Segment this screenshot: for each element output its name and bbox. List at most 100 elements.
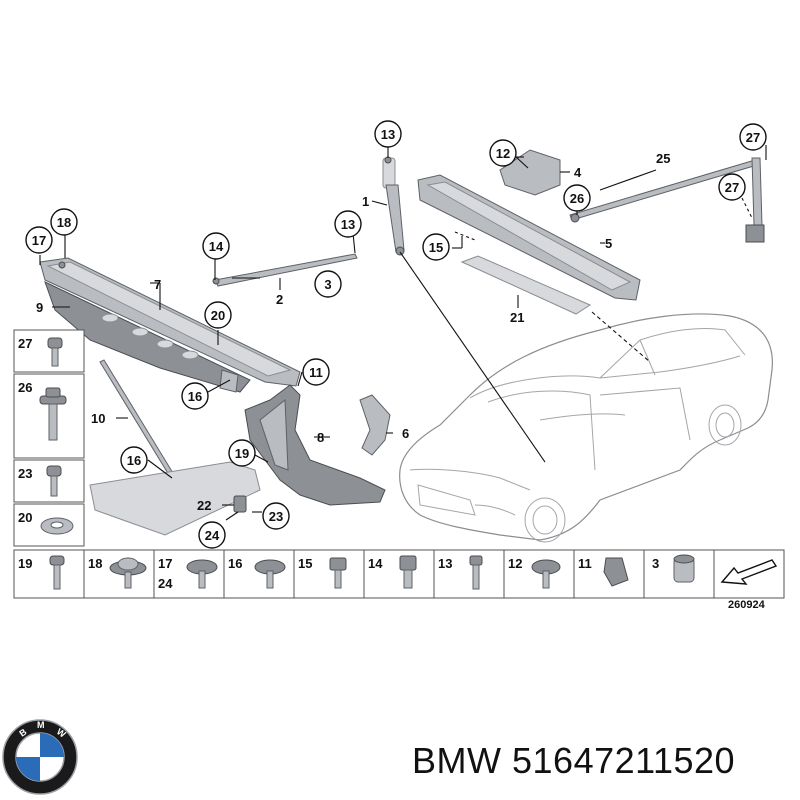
svg-text:13: 13	[438, 556, 452, 571]
svg-text:26: 26	[570, 191, 584, 206]
svg-text:22: 22	[197, 498, 211, 513]
fastener-cell-15: 15	[298, 556, 347, 589]
svg-text:19: 19	[18, 556, 32, 571]
svg-text:3: 3	[324, 277, 331, 292]
svg-text:7: 7	[154, 277, 161, 292]
svg-text:3: 3	[652, 556, 659, 571]
svg-text:23: 23	[269, 509, 283, 524]
callout-18: 18	[50, 208, 78, 236]
svg-text:20: 20	[211, 308, 225, 323]
svg-text:14: 14	[209, 239, 224, 254]
svg-text:13: 13	[381, 127, 395, 142]
svg-text:11: 11	[578, 556, 592, 571]
svg-text:B: B	[17, 726, 28, 738]
svg-text:2: 2	[276, 292, 283, 307]
callout-23: 23	[262, 502, 290, 530]
callout-15: 15	[422, 233, 450, 261]
svg-text:24: 24	[205, 528, 220, 543]
svg-text:16: 16	[228, 556, 242, 571]
bumper-beam	[89, 461, 261, 536]
svg-text:6: 6	[402, 426, 409, 441]
prop-rod-part-25	[569, 157, 765, 243]
svg-text:27: 27	[725, 180, 739, 195]
callout-14: 14	[202, 232, 230, 260]
svg-text:M: M	[37, 720, 45, 730]
callouts: 13 13 14 3 18 17 20 16 11 16 19 23 24 12…	[25, 120, 767, 549]
fastener-cell-26: 26	[18, 380, 67, 441]
callout-3: 3	[314, 270, 342, 298]
svg-text:4: 4	[574, 165, 582, 180]
gas-strut-part-1	[382, 156, 405, 256]
svg-text:9: 9	[36, 300, 43, 315]
plain-labels: 1 2 4 5 6 7 8 9 10 21 22 25	[36, 151, 670, 513]
part-number: 51647211520	[512, 740, 736, 781]
svg-text:15: 15	[298, 556, 312, 571]
svg-text:11: 11	[309, 365, 323, 380]
svg-text:21: 21	[510, 310, 524, 325]
fastener-grid-left: 27 26 23 20	[13, 329, 85, 547]
brand-part-number: BMW 51647211520	[412, 740, 735, 782]
svg-text:15: 15	[429, 240, 443, 255]
svg-text:12: 12	[496, 146, 510, 161]
svg-text:18: 18	[57, 215, 71, 230]
svg-text:17: 17	[32, 233, 46, 248]
fastener-cell-13: 13	[438, 555, 483, 590]
svg-text:24: 24	[158, 576, 173, 591]
svg-text:18: 18	[88, 556, 102, 571]
svg-text:5: 5	[605, 236, 612, 251]
svg-text:8: 8	[317, 430, 324, 445]
fastener-cell-19: 19	[18, 555, 65, 590]
clip-part-22	[233, 495, 247, 513]
fastener-cell-14: 14	[368, 555, 417, 589]
svg-text:1: 1	[362, 194, 369, 209]
svg-text:13: 13	[341, 217, 355, 232]
fastener-cell-16: 16	[228, 556, 286, 589]
callout-19: 19	[228, 439, 256, 467]
lock-carrier-part-8	[244, 384, 386, 506]
callout-17: 17	[25, 226, 53, 254]
bmw-logo-icon: B M W	[2, 719, 78, 795]
callout-16-lower: 16	[120, 446, 148, 474]
fastener-cell-17: 17 24	[158, 556, 218, 591]
callout-16-upper: 16	[181, 382, 209, 410]
callout-13-mid: 13	[334, 210, 362, 238]
callout-27-mid: 27	[718, 173, 746, 201]
svg-text:23: 23	[18, 466, 32, 481]
callout-12: 12	[489, 139, 517, 167]
fastener-grid-bottom: 19 18 17 24 16 15 14	[13, 549, 785, 599]
panel-part-5	[417, 174, 641, 301]
svg-text:19: 19	[235, 446, 249, 461]
orientation-arrow-icon	[720, 559, 778, 585]
callout-20: 20	[204, 301, 232, 329]
fastener-cell-20: 20	[18, 510, 74, 535]
leader-lines	[39, 145, 767, 521]
fastener-cell-3: 3	[652, 554, 695, 583]
deflector-part-9	[44, 281, 251, 393]
svg-text:16: 16	[188, 389, 202, 404]
fastener-cell-18: 18	[88, 556, 147, 589]
fastener-cell-23: 23	[18, 465, 62, 497]
plate-part-21	[460, 255, 592, 315]
callout-26: 26	[563, 184, 591, 212]
car-illustration	[399, 313, 773, 543]
callout-27-top: 27	[739, 123, 767, 151]
crossmember-part-7	[39, 257, 301, 387]
svg-text:14: 14	[368, 556, 383, 571]
bracket-part-4	[499, 149, 561, 196]
bracket-part-6	[359, 394, 391, 456]
svg-text:25: 25	[656, 151, 670, 166]
callout-24: 24	[198, 521, 226, 549]
svg-text:12: 12	[508, 556, 522, 571]
svg-text:16: 16	[127, 453, 141, 468]
svg-text:20: 20	[18, 510, 32, 525]
callout-13-top: 13	[374, 120, 402, 148]
svg-text:27: 27	[18, 336, 32, 351]
fastener-cell-11: 11	[578, 556, 629, 587]
diagram-number: 260924	[728, 599, 766, 611]
svg-text:17: 17	[158, 556, 172, 571]
svg-text:27: 27	[746, 130, 760, 145]
fastener-cell-27: 27	[18, 336, 63, 367]
brand-name: BMW	[412, 740, 502, 781]
callout-11: 11	[302, 358, 330, 386]
